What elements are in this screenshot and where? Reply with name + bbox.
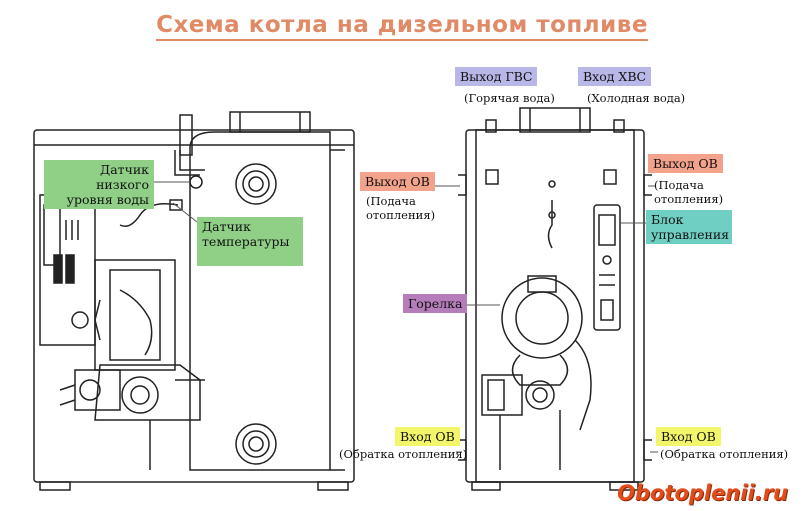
heating-inlet-left-note: (Обратка отопления) <box>339 447 468 461</box>
heating-inlet-left-label: Вход ОВ <box>395 427 460 446</box>
hot-water-outlet-label: Выход ГВС <box>455 67 538 86</box>
leader-lines <box>153 181 658 453</box>
heating-outlet-left-label: Выход ОВ <box>360 172 435 191</box>
temperature-sensor-label: Датчик температуры <box>197 217 303 266</box>
heating-outlet-left-note: (Подача отопления) <box>366 194 436 222</box>
watermark: Obotoplenii.ru <box>617 481 788 505</box>
heating-outlet-right-note: (Подача отопления) <box>654 178 724 206</box>
cold-water-inlet-note: (Холодная вода) <box>587 91 686 105</box>
diagram-title: Схема котла на дизельном топливе <box>0 12 804 41</box>
low-water-sensor-label: Датчик низкого уровня воды <box>44 160 154 209</box>
right-boiler-drawing <box>458 107 652 491</box>
burner-label: Горелка <box>403 294 468 313</box>
cold-water-inlet-label: Вход ХВС <box>578 67 652 86</box>
control-unit-label: Блок управления <box>646 210 732 244</box>
heating-inlet-right-note: (Обратка отопления) <box>660 447 789 461</box>
hot-water-outlet-note: (Горячая вода) <box>464 91 555 105</box>
heating-inlet-right-label: Вход ОВ <box>656 427 721 446</box>
heating-outlet-right-label: Выход ОВ <box>648 154 723 173</box>
